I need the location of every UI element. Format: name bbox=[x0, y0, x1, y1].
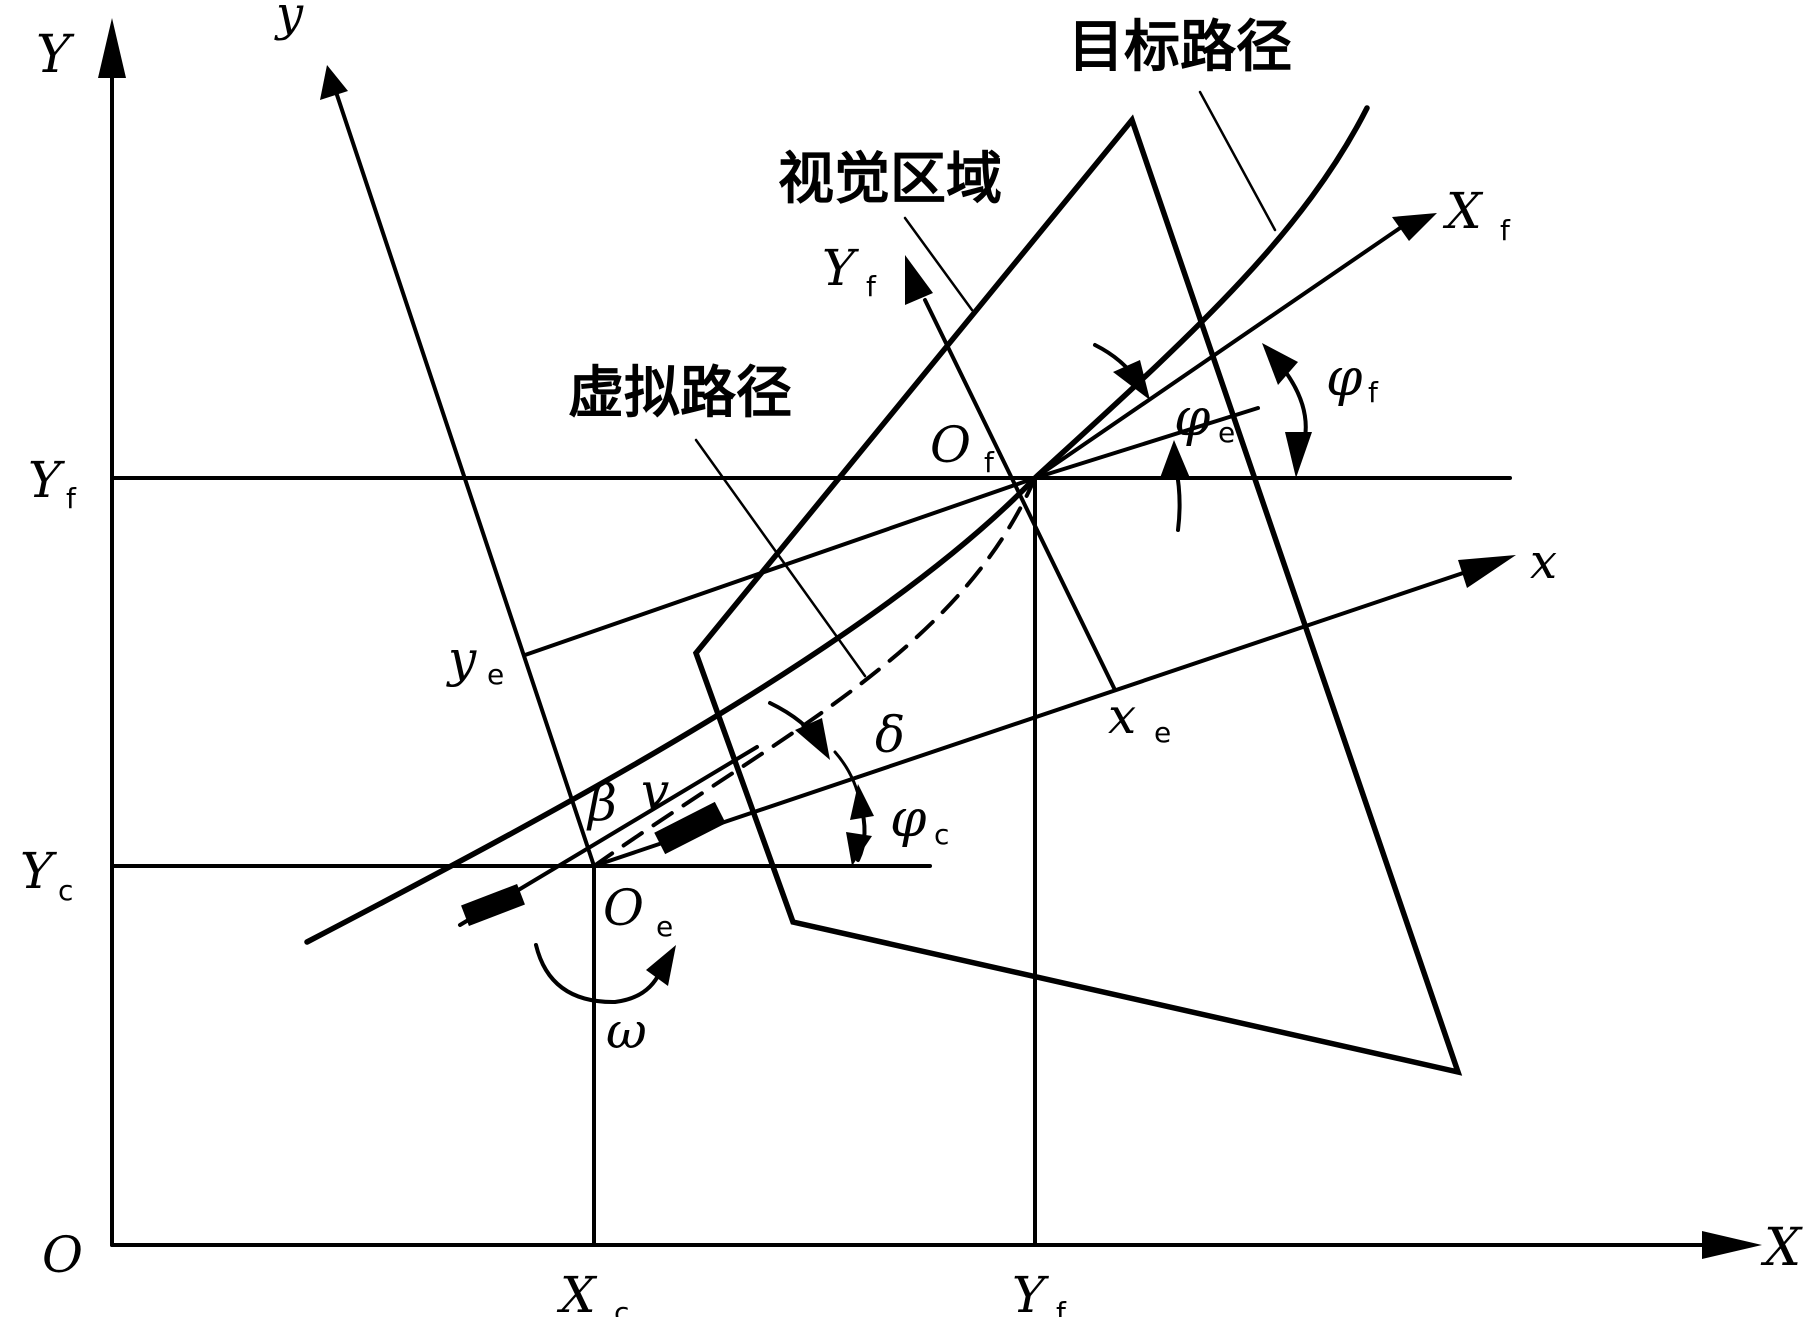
oe-sub: e bbox=[656, 910, 673, 943]
yf-axis bbox=[923, 298, 1116, 690]
vehicle-rear-wheel bbox=[461, 883, 525, 927]
reference-lines bbox=[110, 476, 1512, 1247]
xf-axis bbox=[1033, 226, 1402, 480]
world-x-label: X bbox=[1760, 1218, 1803, 1278]
labels: O Y X Y f Y c X c Y f y x X f Y f O f O … bbox=[20, 0, 1803, 1317]
body-y-label: y bbox=[274, 0, 304, 42]
virtual-path-dashed bbox=[592, 476, 1037, 868]
phi-f-label: φ bbox=[1326, 348, 1363, 408]
omega-label: ω bbox=[606, 1002, 647, 1060]
yf-axis-label: Y bbox=[822, 239, 859, 297]
omega-arrowhead bbox=[646, 945, 676, 986]
ye-sub: e bbox=[487, 658, 504, 691]
delta-label: δ bbox=[875, 706, 905, 764]
world-y-label: Y bbox=[36, 25, 75, 85]
oe-label: O bbox=[603, 879, 644, 937]
yf-axis-arrowhead bbox=[905, 255, 933, 305]
yf-bottom-label: Y bbox=[1012, 1266, 1049, 1317]
phi-c-label: φ bbox=[890, 789, 927, 849]
target-path-annotation: 目标路径 bbox=[1068, 15, 1292, 80]
xf-arrowhead bbox=[1392, 213, 1437, 241]
visual-region-leader bbox=[903, 216, 974, 312]
visual-region-polygon bbox=[692, 114, 1463, 1076]
leader-lines bbox=[694, 90, 1277, 678]
virtual-path-leader bbox=[694, 438, 867, 678]
vehicle bbox=[458, 745, 759, 927]
visual-region-annotation: 视觉区域 bbox=[778, 147, 1002, 212]
phi-f-arrowhead-bottom bbox=[1285, 432, 1312, 478]
delta-arrowhead bbox=[795, 718, 830, 760]
yf-left-sub: f bbox=[66, 482, 77, 515]
world-x-arrowhead bbox=[1702, 1231, 1762, 1259]
omega-arc bbox=[534, 943, 662, 1005]
phi-f-arrowhead-top bbox=[1262, 343, 1298, 385]
of-sub: f bbox=[984, 446, 995, 479]
body-x-axis bbox=[592, 568, 1474, 868]
phi-e-arrowhead-top bbox=[1113, 360, 1150, 400]
of-label: O bbox=[930, 416, 971, 474]
xc-bottom-label: X bbox=[556, 1266, 598, 1317]
yf-axis-sub: f bbox=[866, 270, 877, 303]
body-x-arrowhead bbox=[1458, 555, 1516, 588]
yf-left-label: Y bbox=[28, 451, 65, 509]
xc-bottom-sub: c bbox=[614, 1296, 629, 1317]
phi-e-sub: e bbox=[1218, 416, 1235, 449]
origin-label: O bbox=[42, 1226, 83, 1284]
world-y-arrowhead bbox=[98, 18, 126, 78]
world-axes bbox=[98, 18, 1762, 1259]
phi-c-arrowhead-bottom bbox=[846, 832, 872, 866]
ye-label: y bbox=[446, 630, 477, 688]
body-frame bbox=[320, 65, 1516, 868]
yc-left-sub: c bbox=[58, 874, 73, 907]
yc-left-label: Y bbox=[20, 842, 57, 900]
target-path-curve bbox=[304, 105, 1370, 945]
phi-e-label: φ bbox=[1174, 388, 1211, 448]
ye-line bbox=[523, 476, 1037, 657]
phi-f-sub: f bbox=[1368, 376, 1379, 409]
body-y-axis bbox=[334, 90, 596, 868]
xe-label: x bbox=[1108, 687, 1136, 745]
target-path-leader bbox=[1198, 90, 1277, 232]
beta-label: β bbox=[586, 774, 617, 832]
xf-label: X bbox=[1442, 182, 1484, 240]
body-x-label: x bbox=[1530, 534, 1557, 590]
yf-bottom-sub: f bbox=[1056, 1296, 1067, 1317]
xf-sub: f bbox=[1500, 214, 1511, 247]
virtual-path-annotation: 虚拟路径 bbox=[568, 361, 792, 426]
vehicle-front-wheel bbox=[654, 801, 726, 855]
phi-c-arrowhead-top bbox=[850, 784, 874, 820]
phi-e-arrowhead-bottom bbox=[1160, 440, 1190, 478]
v-label: v bbox=[641, 762, 669, 820]
xe-sub: e bbox=[1154, 716, 1171, 749]
phi-c-sub: c bbox=[934, 818, 949, 851]
body-y-arrowhead bbox=[320, 65, 348, 100]
angle-markers bbox=[534, 343, 1312, 1005]
path-frame bbox=[523, 213, 1437, 690]
heading-tick bbox=[1033, 406, 1260, 480]
